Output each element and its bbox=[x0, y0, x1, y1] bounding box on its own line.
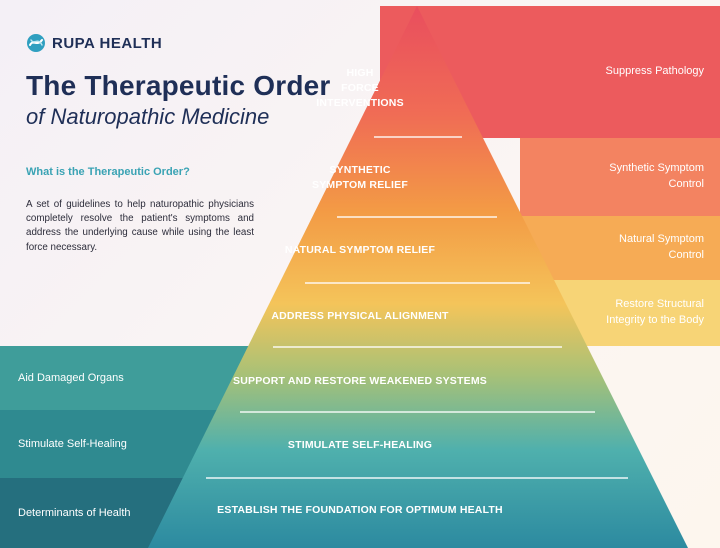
right-band-label: Suppress Pathology bbox=[605, 65, 704, 78]
page-title: The Therapeutic Order bbox=[26, 70, 331, 101]
right-band-label: Natural Symptom Control bbox=[619, 233, 704, 261]
tier-support-restore-weakened-systems: SUPPORT AND RESTORE WEAKENED SYSTEMS bbox=[233, 375, 487, 387]
left-band-label: Stimulate Self-Healing bbox=[18, 438, 127, 450]
left-band-label: Aid Damaged Organs bbox=[18, 372, 124, 384]
left-band-label: Determinants of Health bbox=[18, 507, 131, 519]
tier-establish-foundation: ESTABLISH THE FOUNDATION FOR OPTIMUM HEA… bbox=[217, 504, 503, 516]
right-band-label: Restore Structural Integrity to the Body bbox=[606, 298, 704, 326]
page-subtitle: of Naturopathic Medicine bbox=[26, 104, 270, 129]
tier-high-force-interventions: HIGH FORCE INTERVENTIONS bbox=[316, 67, 404, 110]
right-band-synthetic-symptom-control: Synthetic Symptom Control bbox=[520, 138, 720, 216]
left-band-aid-damaged-organs: Aid Damaged Organs bbox=[0, 346, 250, 410]
right-band-natural-symptom-control: Natural Symptom Control bbox=[520, 216, 720, 280]
rupa-logo-icon bbox=[27, 34, 45, 52]
tier-stimulate-self-healing: STIMULATE SELF-HEALING bbox=[287, 439, 433, 451]
section-question: What is the Therapeutic Order? bbox=[26, 166, 190, 178]
tier-address-physical-alignment: ADDRESS PHYSICAL ALIGNMENT bbox=[271, 310, 449, 322]
brand-name: RUPA HEALTH bbox=[52, 34, 163, 52]
tier-natural-symptom-relief: NATURAL SYMPTOM RELIEF bbox=[284, 244, 436, 256]
brand: RUPA HEALTH bbox=[26, 33, 162, 53]
tier-synthetic-symptom-relief: SYNTHETIC SYMPTOM RELIEF bbox=[312, 164, 408, 192]
right-band-label: Synthetic Symptom Control bbox=[609, 162, 704, 190]
section-description: A set of guidelines to help naturopathic… bbox=[26, 199, 254, 253]
